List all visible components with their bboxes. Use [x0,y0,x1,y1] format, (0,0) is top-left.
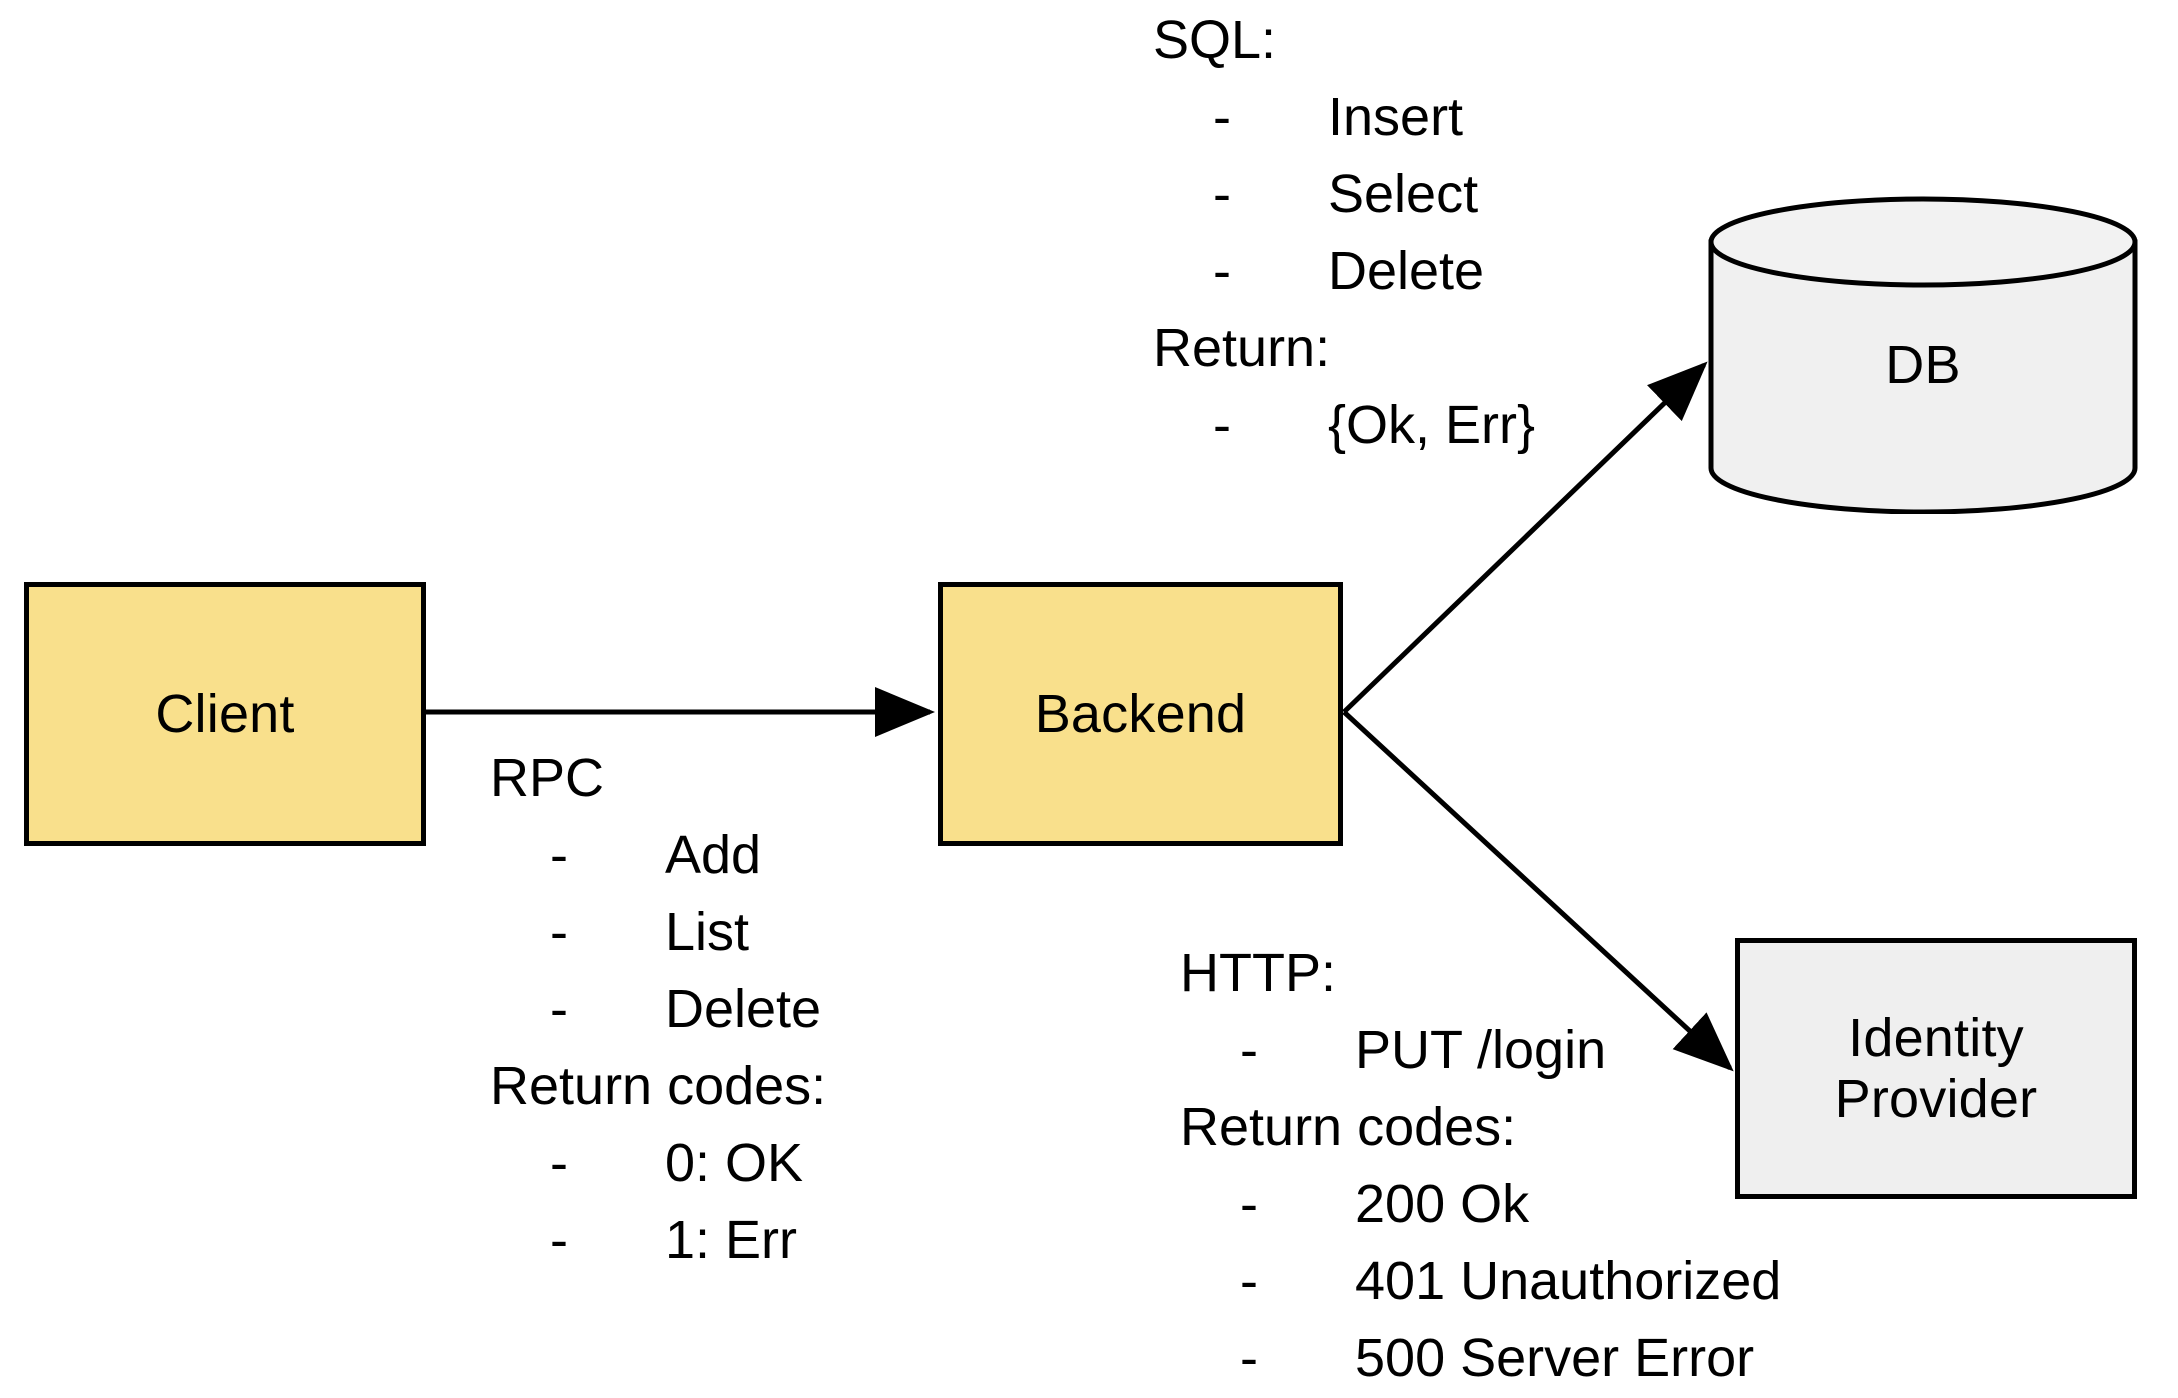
sql-return-item-0: -{Ok, Err} [1153,387,1535,464]
rpc-item-0: -Add [490,817,826,894]
sql-heading: SQL: [1153,10,1277,70]
node-backend[interactable]: Backend [938,582,1343,846]
cylinder-shape [1708,196,2138,514]
idp-label-line2: Provider [1834,1068,2038,1129]
rpc-heading: RPC [490,748,605,808]
node-client[interactable]: Client [24,582,426,846]
node-identity-provider-label: Identity Provider [1835,1008,2038,1129]
bullet-dash-icon: - [550,1133,568,1193]
node-db-label: DB [1885,334,1961,395]
http-item-0: -PUT /login [1180,1012,1781,1089]
http-return-item-1: -401 Unauthorized [1180,1243,1781,1320]
http-return-heading: Return codes: [1180,1097,1517,1157]
node-backend-label: Backend [1034,683,1247,744]
sql-item-1: -Select [1153,156,1535,233]
bullet-dash-icon: - [1213,241,1231,301]
bullet-dash-icon: - [550,902,568,962]
annotation-rpc: RPC -Add -List -Delete Return codes: -0:… [490,740,826,1279]
bullet-dash-icon: - [550,979,568,1039]
rpc-return-heading: Return codes: [490,1056,827,1116]
bullet-dash-icon: - [550,1210,568,1270]
rpc-return-item-0: -0: OK [490,1125,826,1202]
sql-return-heading: Return: [1153,318,1331,378]
annotation-sql: SQL: -Insert -Select -Delete Return: -{O… [1153,2,1535,464]
sql-item-0: -Insert [1153,79,1535,156]
bullet-dash-icon: - [1240,1020,1258,1080]
node-db[interactable]: DB [1708,196,2138,514]
rpc-return-item-1: -1: Err [490,1202,826,1279]
bullet-dash-icon: - [1240,1251,1258,1311]
rpc-item-1: -List [490,894,826,971]
annotation-http: HTTP: -PUT /login Return codes: -200 Ok … [1180,935,1781,1397]
bullet-dash-icon: - [550,825,568,885]
bullet-dash-icon: - [1240,1328,1258,1388]
http-return-item-2: -500 Server Error [1180,1320,1781,1397]
node-client-label: Client [155,683,295,744]
node-identity-provider[interactable]: Identity Provider [1735,938,2137,1199]
idp-label-line1: Identity [1848,1008,2024,1069]
bullet-dash-icon: - [1213,395,1231,455]
http-heading: HTTP: [1180,943,1336,1003]
bullet-dash-icon: - [1213,87,1231,147]
bullet-dash-icon: - [1213,164,1231,224]
sql-item-2: -Delete [1153,233,1535,310]
rpc-item-2: -Delete [490,971,826,1048]
http-return-item-0: -200 Ok [1180,1166,1781,1243]
bullet-dash-icon: - [1240,1174,1258,1234]
